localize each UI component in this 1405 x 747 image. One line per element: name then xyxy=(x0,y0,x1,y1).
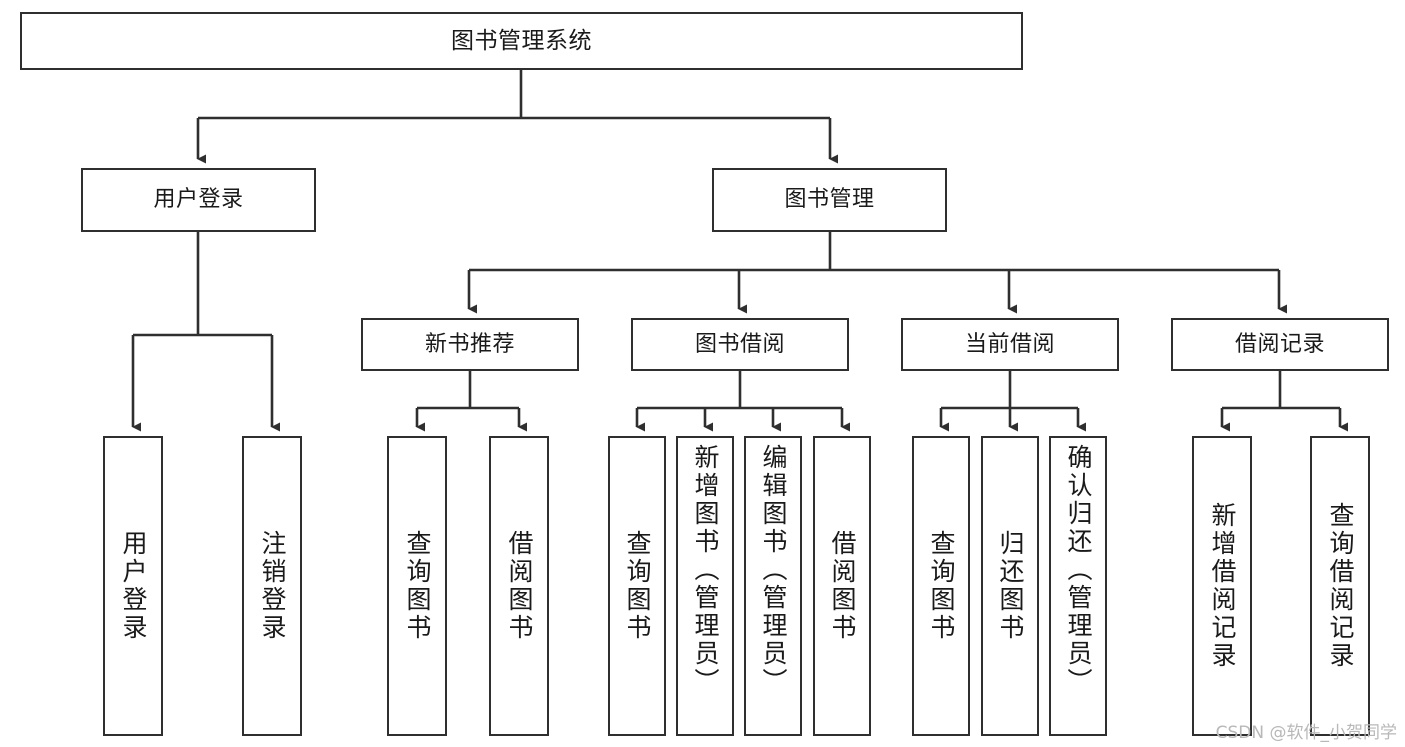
leaf-query-book-1-label: 查询图书 xyxy=(403,530,432,642)
leaf-query-book-1[interactable]: 查询图书 xyxy=(387,436,447,736)
node-borrow-record-label: 借阅记录 xyxy=(1234,331,1325,357)
node-new-book-recommend-label: 新书推荐 xyxy=(424,331,515,357)
leaf-add-borrow-record[interactable]: 新增借阅记录 xyxy=(1192,436,1252,736)
leaf-add-book-admin[interactable]: 新增图书（管理员） xyxy=(676,436,734,736)
leaf-add-book-admin-label: 新增图书（管理员） xyxy=(691,444,720,696)
leaf-borrow-book-1-label: 借阅图书 xyxy=(505,530,534,642)
leaf-confirm-return-admin-label: 确认归还（管理员） xyxy=(1064,444,1093,696)
leaf-user-login[interactable]: 用户登录 xyxy=(103,436,163,736)
node-new-book-recommend[interactable]: 新书推荐 xyxy=(361,318,579,371)
leaf-return-book[interactable]: 归还图书 xyxy=(981,436,1039,736)
leaf-return-book-label: 归还图书 xyxy=(996,530,1025,642)
leaf-borrow-book-1[interactable]: 借阅图书 xyxy=(489,436,549,736)
leaf-add-borrow-record-label: 新增借阅记录 xyxy=(1208,502,1237,670)
leaf-query-book-2[interactable]: 查询图书 xyxy=(608,436,666,736)
leaf-logout-login[interactable]: 注销登录 xyxy=(242,436,302,736)
node-user-login-label: 用户登录 xyxy=(153,187,244,213)
leaf-logout-login-label: 注销登录 xyxy=(258,530,287,642)
leaf-query-book-2-label: 查询图书 xyxy=(623,530,652,642)
leaf-query-book-3[interactable]: 查询图书 xyxy=(912,436,970,736)
leaf-borrow-book-2[interactable]: 借阅图书 xyxy=(813,436,871,736)
leaf-confirm-return-admin[interactable]: 确认归还（管理员） xyxy=(1049,436,1107,736)
node-current-borrow[interactable]: 当前借阅 xyxy=(901,318,1119,371)
node-root-label: 图书管理系统 xyxy=(451,27,592,54)
node-book-manage-label: 图书管理 xyxy=(784,187,875,213)
node-current-borrow-label: 当前借阅 xyxy=(964,331,1055,357)
leaf-query-borrow-record[interactable]: 查询借阅记录 xyxy=(1310,436,1370,736)
node-book-borrow-label: 图书借阅 xyxy=(694,331,785,357)
leaf-query-borrow-record-label: 查询借阅记录 xyxy=(1326,502,1355,670)
node-book-borrow[interactable]: 图书借阅 xyxy=(631,318,849,371)
node-root-system[interactable]: 图书管理系统 xyxy=(20,12,1023,70)
node-user-login[interactable]: 用户登录 xyxy=(81,168,316,232)
node-borrow-record[interactable]: 借阅记录 xyxy=(1171,318,1389,371)
leaf-query-book-3-label: 查询图书 xyxy=(927,530,956,642)
leaf-edit-book-admin[interactable]: 编辑图书（管理员） xyxy=(744,436,802,736)
node-book-manage[interactable]: 图书管理 xyxy=(712,168,947,232)
leaf-edit-book-admin-label: 编辑图书（管理员） xyxy=(759,444,788,696)
watermark-text: CSDN @软件_小贺同学 xyxy=(1215,723,1397,743)
leaf-user-login-label: 用户登录 xyxy=(119,530,148,642)
leaf-borrow-book-2-label: 借阅图书 xyxy=(828,530,857,642)
